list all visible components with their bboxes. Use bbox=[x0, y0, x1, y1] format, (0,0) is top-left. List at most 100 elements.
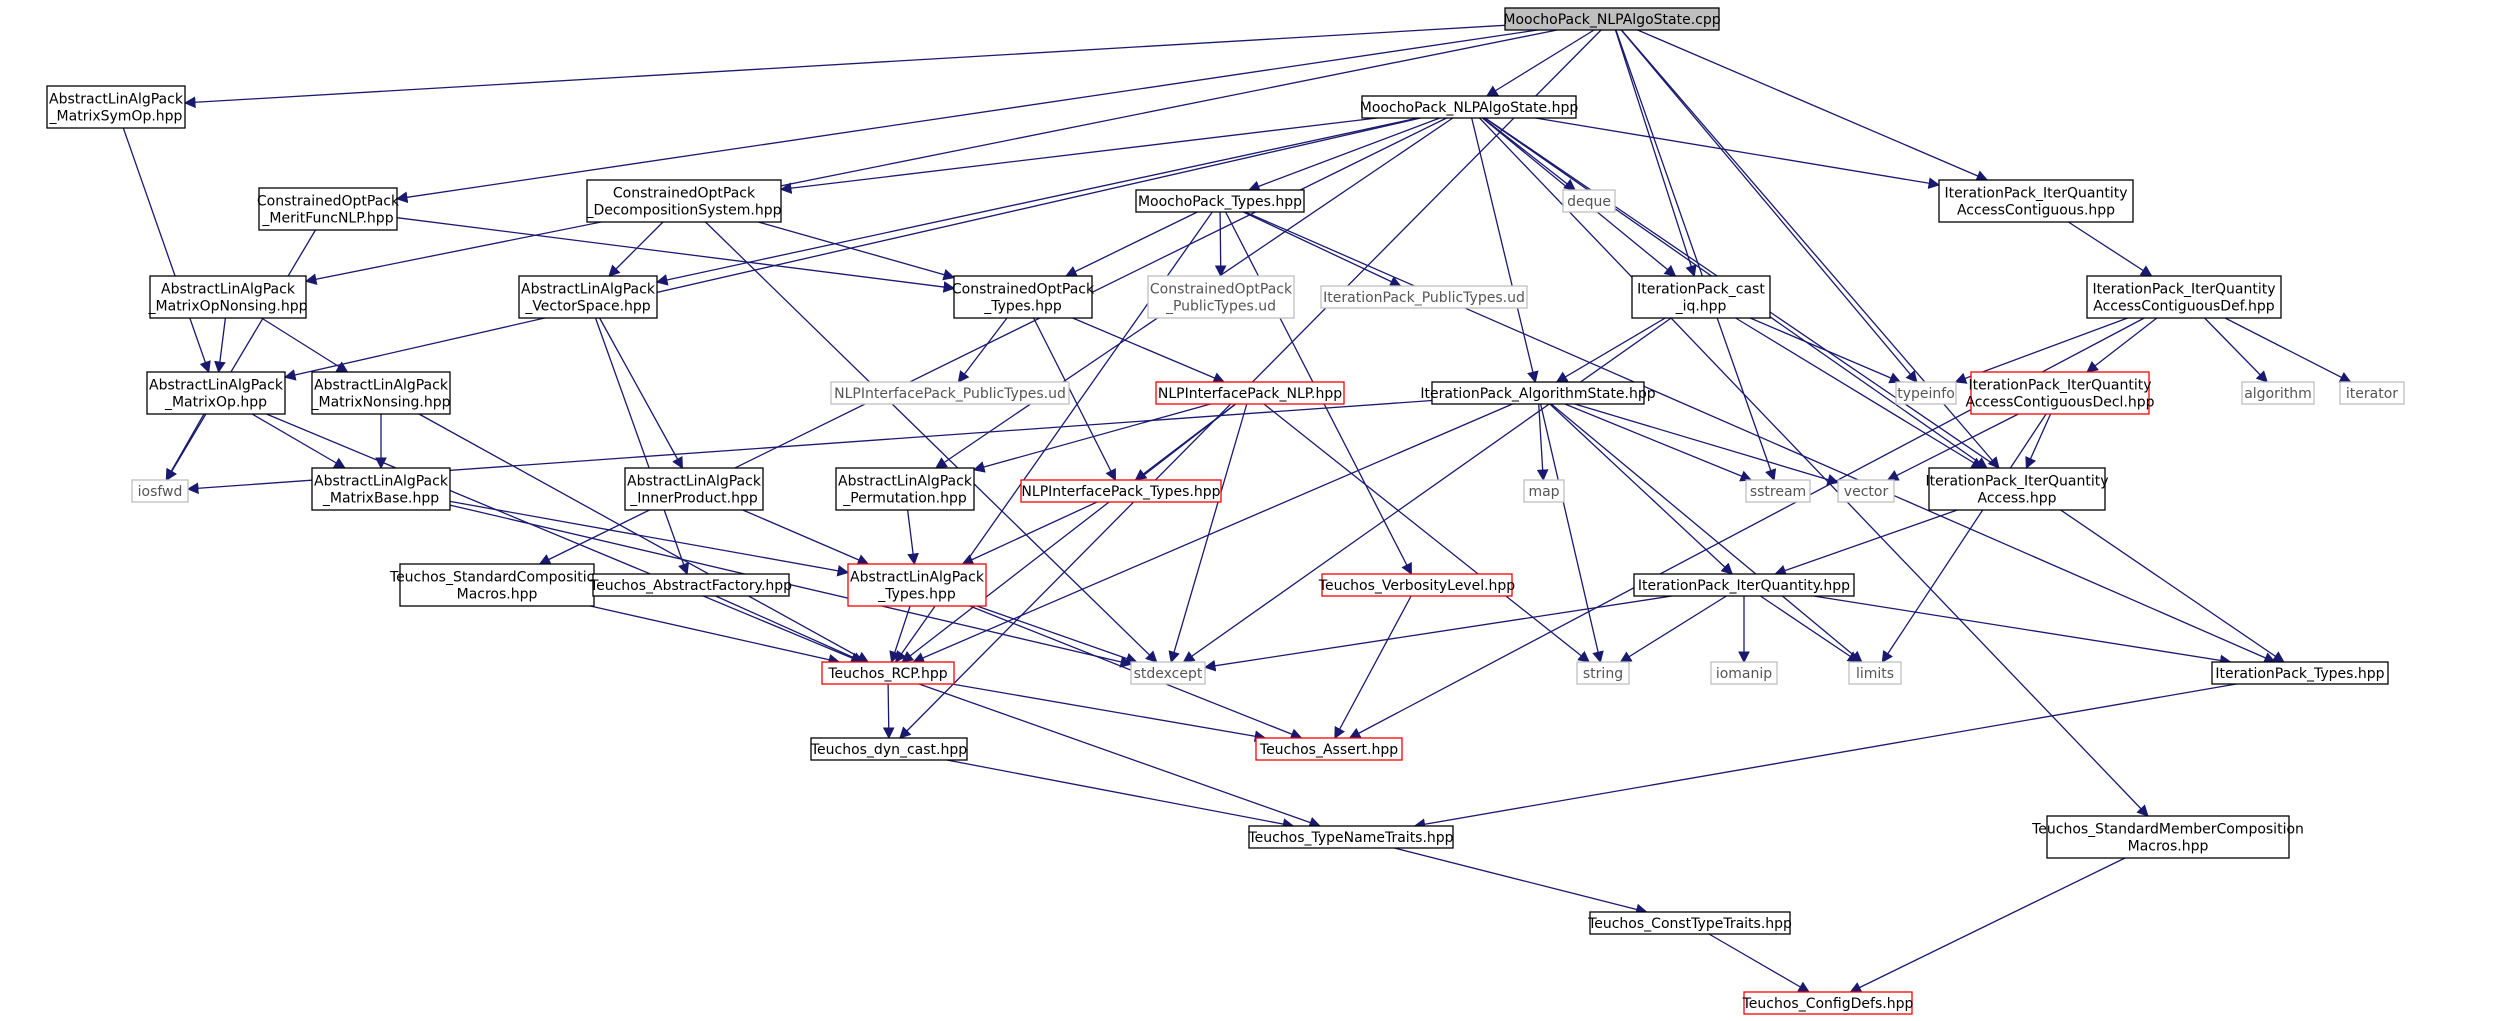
node-box bbox=[1135, 189, 1305, 213]
edge-ip-algostate-to-vector bbox=[1574, 403, 1840, 486]
node-label: IterationPack_IterQuantity bbox=[2092, 282, 2275, 298]
node-teuchos-configdefs[interactable]: Teuchos_ConfigDefs.hpp bbox=[1742, 991, 1914, 1015]
node-co-types[interactable]: ConstrainedOptPack_Types.hpp bbox=[952, 275, 1095, 319]
edge-iterqty-to-string bbox=[1619, 595, 1727, 663]
node-teuchos-dyncast[interactable]: Teuchos_dyn_cast.hpp bbox=[810, 737, 968, 761]
node-iterqty-acc-contig-decl[interactable]: IterationPack_IterQuantityAccessContiguo… bbox=[1965, 371, 2155, 415]
node-absinnerproduct[interactable]: AbstractLinAlgPack_InnerProduct.hpp bbox=[624, 467, 764, 511]
node-box bbox=[1938, 179, 2134, 223]
node-teuchos-typenametraits[interactable]: Teuchos_TypeNameTraits.hpp bbox=[1247, 825, 1454, 849]
node-box bbox=[311, 467, 451, 511]
node-sstream[interactable]: sstream bbox=[1745, 479, 1811, 503]
node-iterqty-acc-contig[interactable]: IterationPack_IterQuantityAccessContiguo… bbox=[1938, 179, 2134, 223]
node-abstypes[interactable]: AbstractLinAlgPack_Types.hpp bbox=[847, 563, 987, 607]
node-absmatrixsymop[interactable]: AbstractLinAlgPack_MatrixSymOp.hpp bbox=[46, 85, 186, 129]
edge-absmatrixop-to-absmatrixbase bbox=[251, 413, 346, 469]
node-box bbox=[149, 275, 307, 319]
node-typeinfo[interactable]: typeinfo bbox=[1895, 381, 1957, 405]
node-iosfwd[interactable]: iosfwd bbox=[131, 479, 189, 503]
node-absmatrixbase[interactable]: AbstractLinAlgPack_MatrixBase.hpp bbox=[311, 467, 451, 511]
node-ip-cast-iq[interactable]: IterationPack_cast_iq.hpp bbox=[1631, 275, 1771, 319]
node-ip-publictypes[interactable]: IterationPack_PublicTypes.ud bbox=[1320, 285, 1528, 309]
node-abspermutation[interactable]: AbstractLinAlgPack_Permutation.hpp bbox=[835, 467, 975, 511]
node-teuchos-consttypetraits[interactable]: Teuchos_ConstTypeTraits.hpp bbox=[1587, 911, 1792, 935]
node-iomanip[interactable]: iomanip bbox=[1710, 661, 1778, 685]
node-teuchos-stdmembercomp[interactable]: Teuchos_StandardMemberCompositionMacros.… bbox=[2031, 815, 2304, 859]
node-ip-types[interactable]: IterationPack_Types.hpp bbox=[2211, 661, 2389, 685]
node-label: ConstrainedOptPack bbox=[952, 282, 1095, 298]
edge-absmatrixopnonsing-to-absmatrixnonsing bbox=[261, 317, 349, 373]
node-iterqty-acc-contig-def[interactable]: IterationPack_IterQuantityAccessContiguo… bbox=[2086, 275, 2282, 319]
edge-iterqty-to-ip-types bbox=[1813, 595, 2232, 667]
node-teuchos-verbositylevel[interactable]: Teuchos_VerbosityLevel.hpp bbox=[1318, 573, 1516, 597]
node-box bbox=[592, 573, 790, 597]
node-co-publictypes[interactable]: ConstrainedOptPack_PublicTypes.ud bbox=[1147, 275, 1295, 319]
edge-moocho-nlpalgostate-cpp-to-absmatrixsymop bbox=[183, 24, 1506, 109]
edge-co-types-to-nlpif-nlp bbox=[1072, 317, 1226, 384]
edge-moocho-types-to-ip-types bbox=[1244, 211, 2276, 664]
node-moocho-types[interactable]: MoochoPack_Types.hpp bbox=[1135, 189, 1305, 213]
node-box bbox=[1928, 467, 2106, 511]
node-iterqty[interactable]: IterationPack_IterQuantity.hpp bbox=[1633, 573, 1855, 597]
edge-ip-algostate-to-sstream bbox=[1564, 403, 1753, 482]
node-limits[interactable]: limits bbox=[1848, 661, 1902, 685]
node-teuchos-rcp[interactable]: Teuchos_RCP.hpp bbox=[821, 661, 955, 685]
node-label: AbstractLinAlgPack bbox=[627, 474, 762, 490]
edge-nlpif-nlp-to-teuchos-rcp bbox=[901, 403, 1237, 663]
node-box bbox=[146, 371, 286, 415]
node-box bbox=[1970, 371, 2150, 415]
node-label: _InnerProduct.hpp bbox=[629, 491, 758, 507]
node-nlpif-publictypes[interactable]: NLPInterfacePack_PublicTypes.ud bbox=[830, 381, 1070, 405]
edge-co-meritfunc-to-co-types bbox=[396, 217, 956, 293]
node-label: IterationPack_Types.hpp bbox=[2215, 666, 2384, 682]
node-nlpif-nlp[interactable]: NLPInterfacePack_NLP.hpp bbox=[1155, 381, 1345, 405]
node-map[interactable]: map bbox=[1523, 479, 1565, 503]
node-box bbox=[953, 275, 1093, 319]
node-string[interactable]: string bbox=[1576, 661, 1630, 685]
node-teuchos-absfactory[interactable]: Teuchos_AbstractFactory.hpp bbox=[589, 573, 792, 597]
node-label: IterationPack_cast bbox=[1637, 282, 1765, 298]
node-moocho-nlpalgostate-hpp[interactable]: MoochoPack_NLPAlgoState.hpp bbox=[1360, 95, 1579, 119]
node-ip-algostate[interactable]: IterationPack_AlgorithmState.hpp bbox=[1420, 381, 1656, 405]
node-box bbox=[1837, 479, 1895, 503]
node-deque[interactable]: deque bbox=[1562, 189, 1616, 213]
node-absmatrixop[interactable]: AbstractLinAlgPack_MatrixOp.hpp bbox=[146, 371, 286, 415]
node-box bbox=[1589, 911, 1791, 935]
node-label: Teuchos_TypeNameTraits.hpp bbox=[1247, 830, 1453, 846]
edge-moocho-nlpalgostate-hpp-to-iterqty-acc-contig bbox=[1535, 117, 1941, 189]
node-nlpif-types[interactable]: NLPInterfacePack_Types.hpp bbox=[1020, 479, 1222, 503]
edge-absmatrixbase-to-abstypes bbox=[449, 500, 850, 577]
node-absvectorspace[interactable]: AbstractLinAlgPack_VectorSpace.hpp bbox=[518, 275, 658, 319]
node-absmatrixopnonsing[interactable]: AbstractLinAlgPack_MatrixOpNonsing.hpp bbox=[148, 275, 308, 319]
node-label: map bbox=[1528, 484, 1559, 500]
edge-ip-algostate-to-map bbox=[1536, 403, 1549, 482]
node-co-decompsys[interactable]: ConstrainedOptPack_DecompositionSystem.h… bbox=[585, 179, 782, 223]
node-stdexcept[interactable]: stdexcept bbox=[1130, 661, 1206, 685]
node-box bbox=[1504, 7, 1720, 31]
node-co-meritfunc[interactable]: ConstrainedOptPack_MeritFuncNLP.hpp bbox=[257, 187, 400, 231]
node-box bbox=[258, 187, 398, 231]
node-vector[interactable]: vector bbox=[1837, 479, 1895, 503]
edge-absinnerproduct-to-abstypes bbox=[742, 509, 870, 566]
node-label: limits bbox=[1856, 666, 1894, 682]
node-teuchos-assert[interactable]: Teuchos_Assert.hpp bbox=[1255, 737, 1403, 761]
node-label: NLPInterfacePack_PublicTypes.ud bbox=[834, 386, 1066, 402]
edge-teuchos-rcp-to-teuchos-assert bbox=[951, 683, 1267, 742]
node-box bbox=[1361, 95, 1577, 119]
node-box bbox=[2086, 275, 2282, 319]
node-label: Macros.hpp bbox=[2128, 839, 2209, 855]
node-absmatrixnonsing[interactable]: AbstractLinAlgPack_MatrixNonsing.hpp bbox=[310, 371, 451, 415]
node-box bbox=[1155, 381, 1345, 405]
node-label: AbstractLinAlgPack bbox=[314, 378, 449, 394]
node-label: Teuchos_ConfigDefs.hpp bbox=[1742, 996, 1914, 1012]
node-moocho-nlpalgostate-cpp[interactable]: MoochoPack_NLPAlgoState.cpp bbox=[1503, 7, 1721, 31]
node-box bbox=[131, 479, 189, 503]
edge-nlpif-nlp-to-stdexcept bbox=[1168, 403, 1248, 664]
edge-moocho-nlpalgostate-cpp-to-co-meritfunc bbox=[395, 29, 1538, 204]
node-box bbox=[1431, 381, 1645, 405]
node-iterator[interactable]: iterator bbox=[2339, 381, 2405, 405]
node-label: NLPInterfacePack_Types.hpp bbox=[1021, 484, 1220, 500]
node-algorithm[interactable]: algorithm bbox=[2241, 381, 2315, 405]
